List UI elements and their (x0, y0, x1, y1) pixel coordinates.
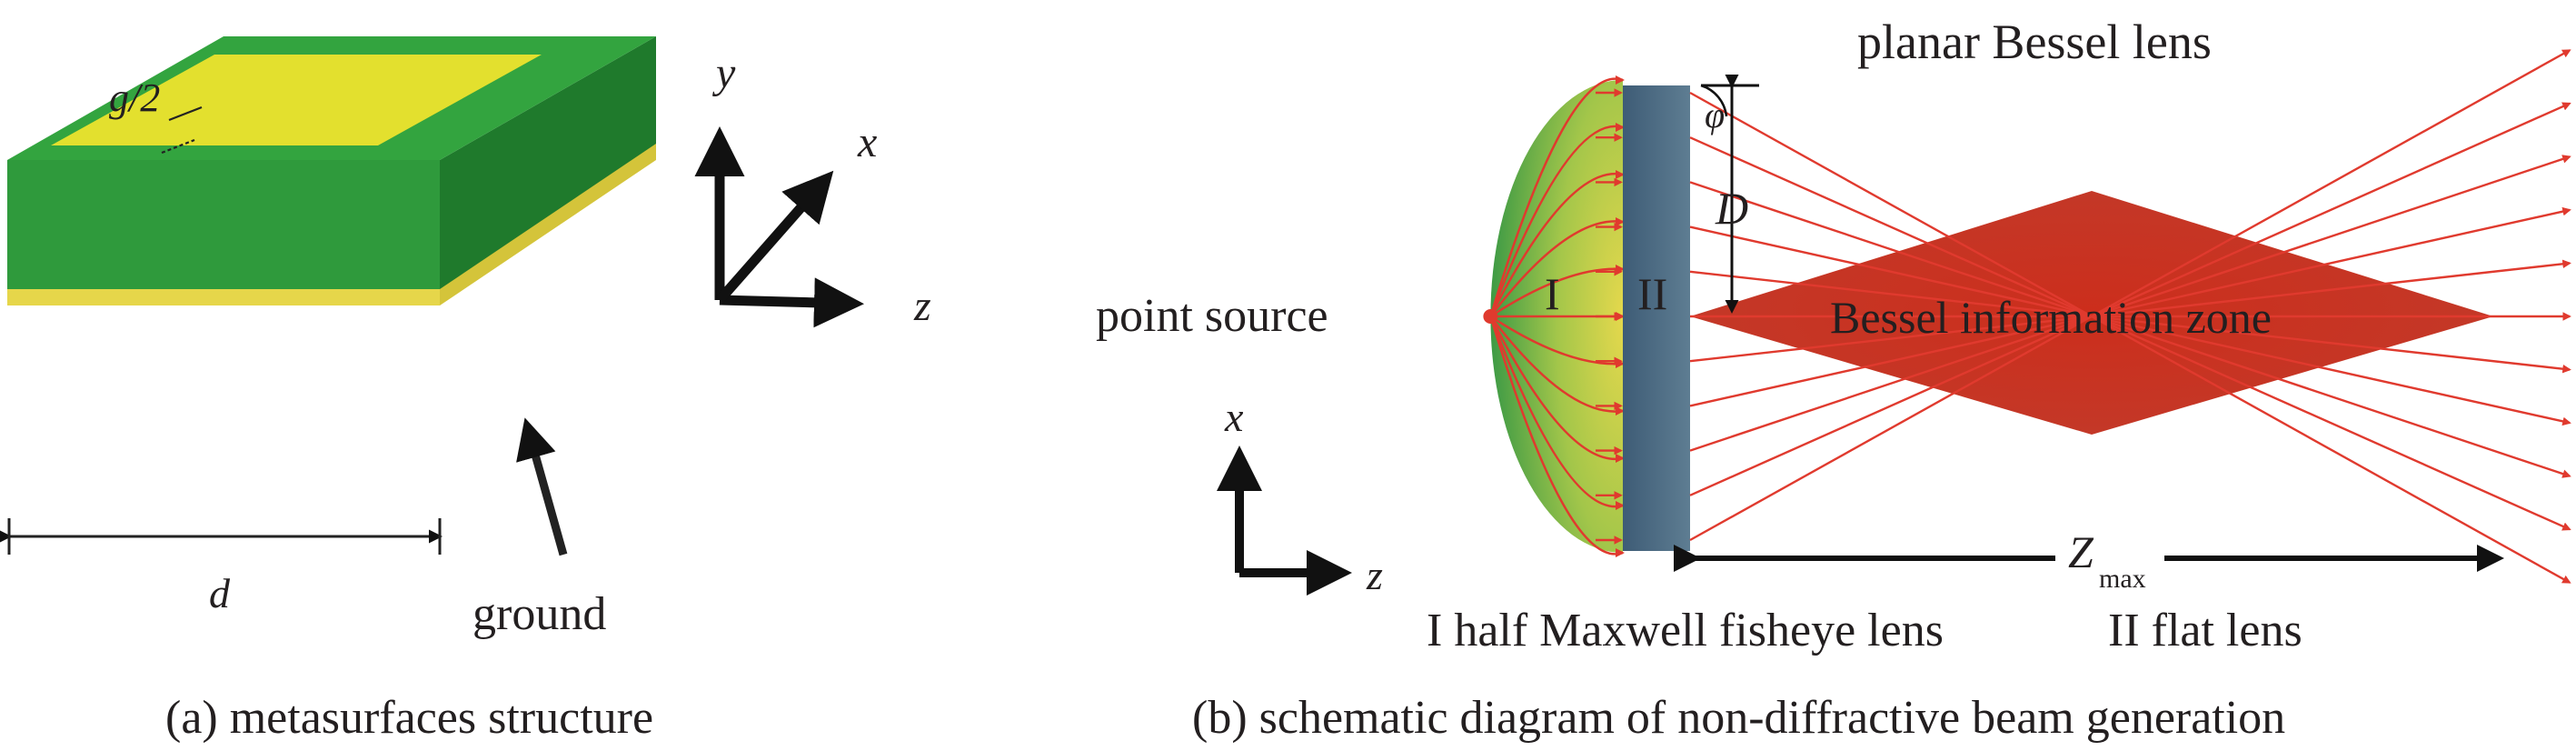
gap-tick (168, 105, 203, 122)
axis-y-label: y (711, 49, 736, 97)
title-label: planar Bessel lens (1857, 15, 2212, 69)
b-axis-x-label: x (1224, 394, 1244, 440)
b-axis-z-label: z (1366, 552, 1383, 598)
fisheye-ray (1489, 267, 1624, 318)
caption-b: (b) schematic diagram of non-diffractive… (1192, 692, 2285, 744)
axis-x-label: x (857, 118, 877, 166)
axis-x-arrow (715, 170, 834, 304)
bessel-ray (1689, 155, 2571, 452)
fisheye-ray (1489, 315, 1624, 413)
axis-z-label: z (913, 282, 931, 330)
zmax-label: Z (2068, 526, 2094, 577)
ground-plane-front (7, 287, 440, 305)
panel-a: g/2 d ground y x z (a) metasurfaces structure (0, 36, 931, 744)
fisheye-ray (1489, 315, 1624, 556)
zone-label: Bessel information zone (1830, 292, 2272, 343)
zmax-subscript: max (2099, 564, 2146, 594)
substrate-front (7, 160, 440, 289)
caption-a: (a) metasurfaces structure (165, 692, 653, 744)
bessel-ray (1689, 102, 2571, 496)
fisheye-lens (1490, 80, 1623, 553)
fisheye-ray (1489, 315, 1624, 508)
bessel-ray (1689, 136, 2571, 531)
bessel-ray (1689, 259, 2571, 363)
fisheye-ray (1489, 315, 1624, 461)
region-1-label: I (1545, 268, 1560, 319)
axis-z-arrow (719, 277, 864, 328)
flat-lens (1623, 85, 1690, 551)
ground-pointer (516, 417, 568, 556)
width-label: d (209, 570, 231, 616)
bessel-ray (1689, 49, 2571, 542)
angle-arc (1700, 84, 1728, 117)
ground-label: ground (472, 588, 606, 640)
metal-patch (51, 55, 542, 145)
substrate-side (440, 36, 656, 289)
aperture-label: D (1715, 183, 1748, 234)
point-source-label: point source (1096, 290, 1328, 342)
legend-flat: II flat lens (2108, 605, 2302, 656)
bessel-ray (1689, 181, 2571, 478)
bessel-ray (1689, 270, 2571, 374)
legend-fisheye: I half Maxwell fisheye lens (1427, 605, 1944, 656)
fisheye-ray (1489, 172, 1624, 317)
fisheye-ray (1489, 125, 1624, 317)
bessel-ray (1689, 91, 2571, 584)
fisheye-ray (1489, 220, 1624, 317)
zmax-label-bg (2055, 533, 2164, 587)
angle-label: φ (1705, 95, 1725, 135)
fisheye-ray (1489, 77, 1624, 317)
fisheye-ray (1489, 315, 1624, 365)
bessel-ray (1689, 206, 2571, 407)
bessel-zone (1690, 191, 2493, 435)
point-source-dot (1483, 309, 1498, 324)
bessel-ray (1689, 225, 2571, 426)
ground-plane-side (440, 142, 656, 305)
region-2-label: II (1637, 268, 1667, 319)
gap-label: g/2 (109, 75, 160, 120)
